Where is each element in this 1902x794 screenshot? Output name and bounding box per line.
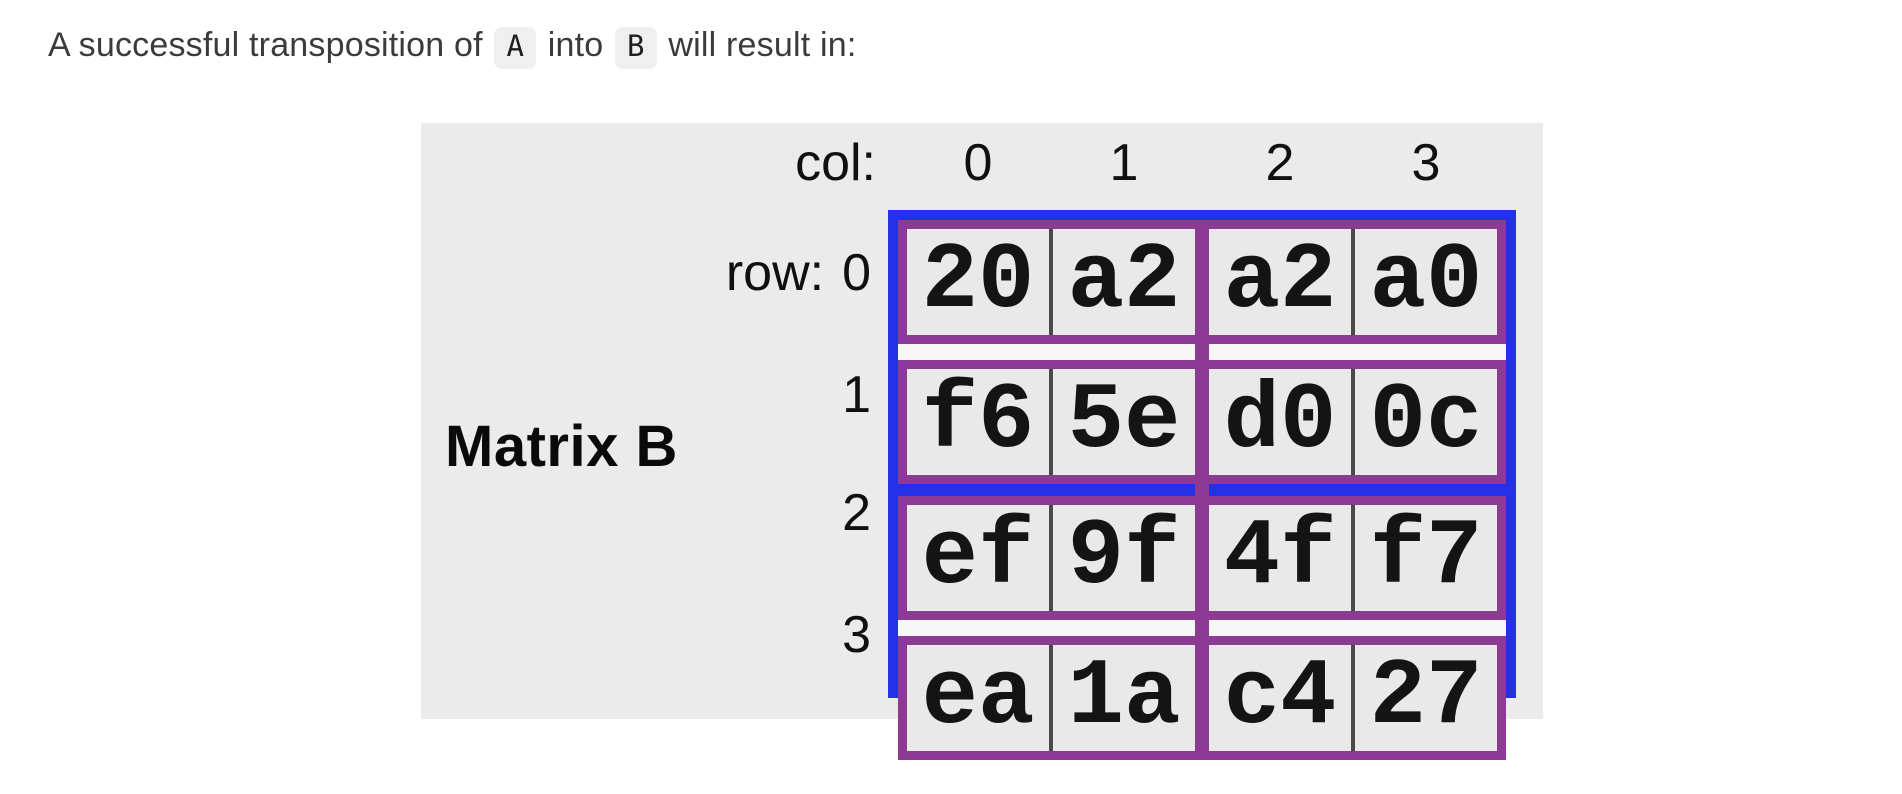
matrix-cell-r2c1: 9f (1053, 505, 1195, 611)
cell-divider (1351, 369, 1355, 475)
heading-text-suffix: will result in: (658, 26, 857, 64)
col-header-1: 1 (1109, 134, 1139, 192)
cell-divider (1351, 645, 1355, 751)
row-header-number: 3 (842, 606, 871, 664)
matrix-cell-r0c1: a2 (1053, 229, 1195, 335)
matrix-cell-r0c2: a2 (1209, 229, 1351, 335)
row-header-number: 2 (842, 484, 871, 542)
row-header-label: row: (725, 244, 825, 302)
row-header-3: 3 (601, 604, 871, 666)
matrix-cell-r2c0: ef (907, 505, 1049, 611)
cell-divider (1049, 645, 1053, 751)
code-chip-a: A (494, 27, 537, 69)
matrix-cell-r1c0: f6 (907, 369, 1049, 475)
matrix-cell-r3c1: 1a (1053, 645, 1195, 751)
heading: A successful transposition of A into B w… (48, 22, 857, 69)
row-header-1: 1 (601, 364, 871, 426)
cell-divider (1049, 505, 1053, 611)
heading-text-middle: into (538, 26, 614, 64)
col-header-2: 2 (1265, 134, 1295, 192)
row-header-2: 2 (601, 482, 871, 544)
matrix-cell-r1c2: d0 (1209, 369, 1351, 475)
row-header-0: row: 0 (601, 242, 871, 304)
quadrant-divider (1195, 220, 1209, 688)
col-header-0: 0 (963, 134, 993, 192)
col-header-label: col: (795, 134, 876, 192)
row-header-number: 0 (842, 244, 871, 302)
cell-divider (1049, 369, 1053, 475)
cell-divider (1351, 229, 1355, 335)
row-header-number: 1 (842, 366, 871, 424)
matrix-cell-r0c0: 20 (907, 229, 1049, 335)
code-chip-b: B (615, 27, 657, 69)
matrix-cell-r3c2: c4 (1209, 645, 1351, 751)
col-header-3: 3 (1411, 134, 1441, 192)
heading-text-prefix: A successful transposition of (48, 26, 493, 64)
cell-divider (1351, 505, 1355, 611)
matrix-title: Matrix B (445, 414, 678, 479)
matrix-cell-r2c2: 4f (1209, 505, 1351, 611)
matrix-cell-r2c3: f7 (1355, 505, 1497, 611)
matrix-cell-r1c3: 0c (1355, 369, 1497, 475)
matrix-cell-r0c3: a0 (1355, 229, 1497, 335)
matrix-cell-r3c3: 27 (1355, 645, 1497, 751)
matrix-cell-r3c0: ea (907, 645, 1049, 751)
matrix-cell-r1c1: 5e (1053, 369, 1195, 475)
cell-divider (1049, 229, 1053, 335)
